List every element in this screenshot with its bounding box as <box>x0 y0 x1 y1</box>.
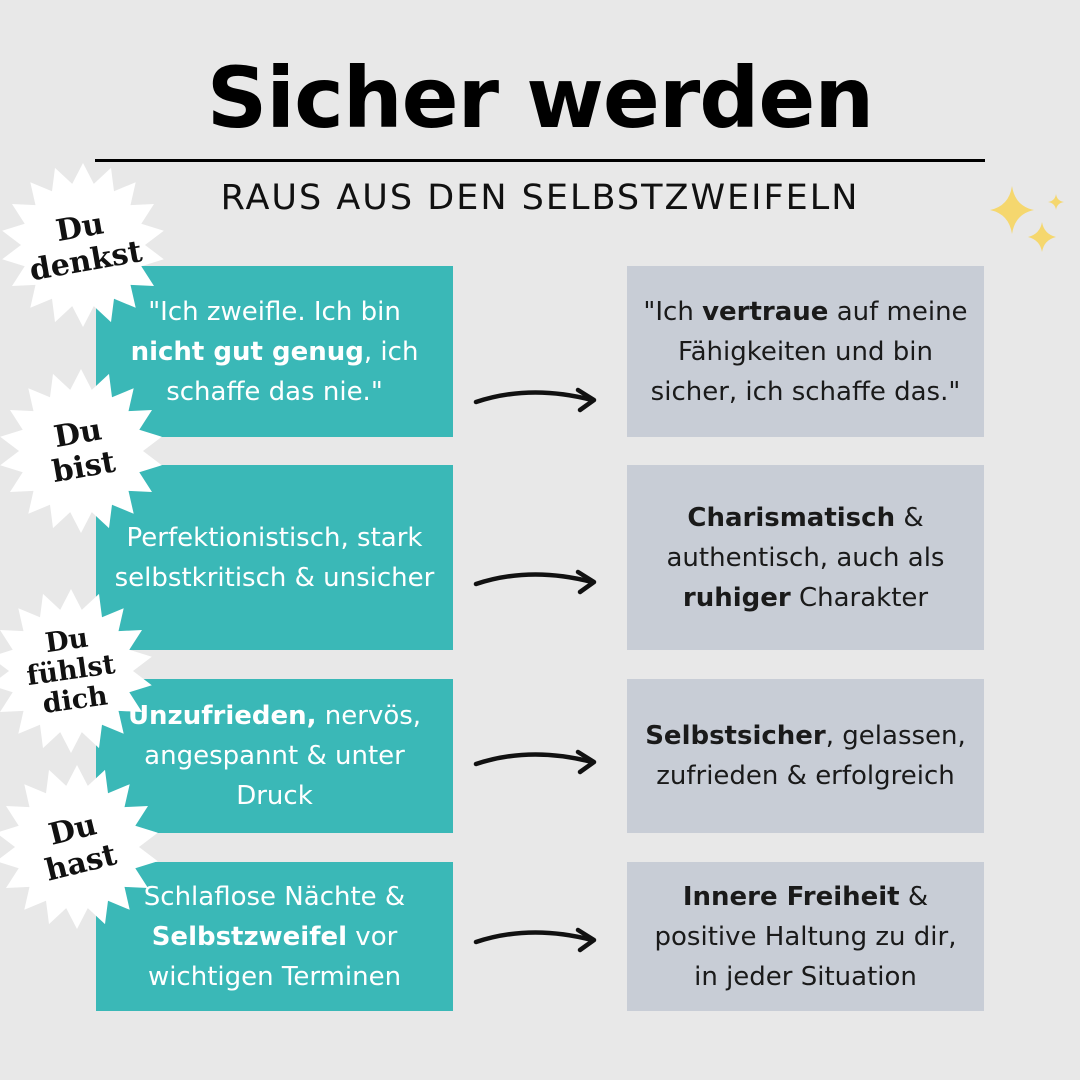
curved-arrow-right-icon <box>473 927 597 953</box>
target-state-text: "Ich vertraue auf meine Fähigkeiten und … <box>643 296 968 407</box>
sparkles-icon <box>990 186 1064 252</box>
target-state-box-feelings: Selbstsicher, gelassen, zufrieden & erfo… <box>627 679 984 833</box>
page-title: Sicher werden <box>206 49 874 147</box>
current-state-text: "Ich zweifle. Ich bin nicht gut genug, i… <box>130 296 419 407</box>
target-state-box-thoughts: "Ich vertraue auf meine Fähigkeiten und … <box>627 266 984 437</box>
current-state-text: Unzufrieden, nervös, angespannt & unter … <box>127 701 422 811</box>
target-state-box-traits: Charismatisch & authentisch, auch als ru… <box>627 465 984 650</box>
target-state-text: Charismatisch & authentisch, auch als ru… <box>666 502 945 613</box>
current-state-box-feelings: Unzufrieden, nervös, angespannt & unter … <box>96 679 453 833</box>
current-state-box-thoughts: "Ich zweifle. Ich bin nicht gut genug, i… <box>96 266 453 437</box>
curved-arrow-right-icon <box>473 569 597 595</box>
current-state-text: Perfektionistisch, stark selbstkritisch … <box>114 522 435 593</box>
curved-arrow-right-icon <box>473 749 597 775</box>
target-state-text: Selbstsicher, gelassen, zufrieden & erfo… <box>645 721 966 791</box>
target-state-text: Innere Freiheit & positive Haltung zu di… <box>654 881 957 992</box>
page-subtitle: RAUS AUS DEN SELBSTZWEIFELN <box>220 178 860 218</box>
current-state-box-situation: Schlaflose Nächte & Selbstzweifel vor wi… <box>96 862 453 1011</box>
current-state-text: Schlaflose Nächte & Selbstzweifel vor wi… <box>143 881 406 992</box>
starburst-badge-icon <box>2 163 164 327</box>
starburst-badge-icon <box>0 589 152 753</box>
starburst-badge-icon <box>0 369 162 533</box>
target-state-box-situation: Innere Freiheit & positive Haltung zu di… <box>627 862 984 1011</box>
starburst-badge-icon <box>0 765 158 929</box>
curved-arrow-right-icon <box>473 387 597 413</box>
current-state-box-traits: Perfektionistisch, stark selbstkritisch … <box>96 465 453 650</box>
title-divider <box>95 159 985 162</box>
